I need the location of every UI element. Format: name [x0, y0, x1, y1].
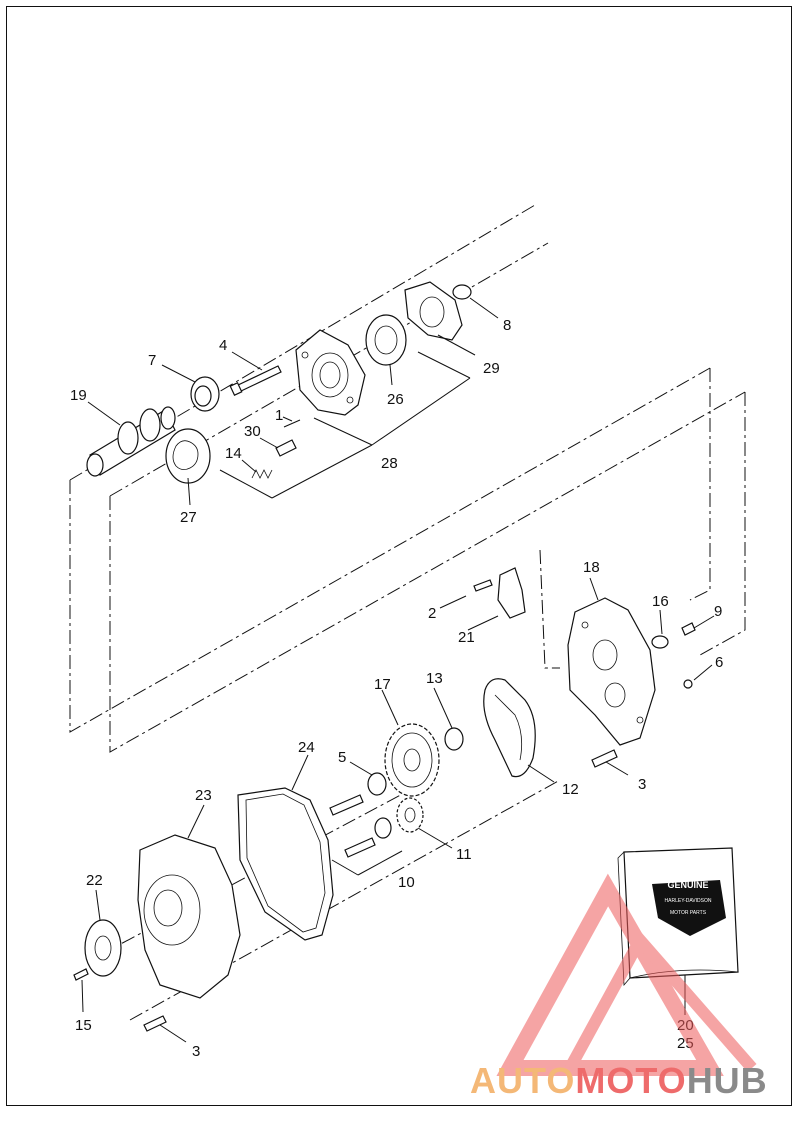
callout-17: 17: [374, 676, 391, 693]
callout-7: 7: [148, 352, 156, 369]
timer-screw: [73, 968, 89, 981]
callout-4: 4: [219, 337, 227, 354]
badge-motor-parts-text: MOTOR PARTS: [670, 910, 707, 916]
callout-24: 24: [298, 739, 315, 756]
leader-lines: [81, 297, 715, 1043]
crank-sprocket: [396, 797, 424, 833]
chain-tensioner: [497, 567, 526, 619]
cam-sprocket: [384, 723, 440, 797]
pin: [283, 419, 301, 428]
callout-3-upper: 3: [638, 776, 646, 793]
dowel-pin: [681, 622, 696, 636]
callout-15: 15: [75, 1017, 92, 1034]
check-ball: [683, 679, 693, 689]
callout-22: 22: [86, 872, 103, 889]
oil-pump-body: [295, 329, 366, 416]
timer-plate: [84, 919, 122, 977]
bolt-long: [229, 365, 282, 397]
callout-6: 6: [715, 654, 723, 671]
callout-30: 30: [244, 423, 261, 440]
gerotor-outer: [165, 428, 211, 484]
relief-valve: [275, 439, 297, 457]
callout-18: 18: [583, 559, 600, 576]
cam-support-plate: [567, 597, 656, 746]
tensioner-screw: [473, 579, 493, 592]
crank-bolt: [344, 837, 376, 858]
callout-8: 8: [503, 317, 511, 334]
callout-26: 26: [387, 391, 404, 408]
o-ring-small: [651, 635, 669, 649]
washer: [367, 772, 387, 796]
callout-11: 11: [456, 846, 472, 863]
genuine-parts-package: GENUINE HARLEY-DAVIDSON MOTOR PARTS: [617, 847, 739, 987]
callout-1: 1: [275, 407, 283, 424]
callout-28: 28: [381, 455, 398, 472]
diagram-frame: [6, 6, 792, 1106]
o-ring: [452, 284, 472, 300]
callout-14: 14: [225, 445, 242, 462]
pump-housing: [404, 281, 463, 341]
bearing: [190, 376, 220, 412]
sprocket-bolt: [329, 794, 364, 816]
callout-21: 21: [458, 629, 475, 646]
cover-bolt: [143, 1015, 167, 1032]
callout-19: 19: [70, 387, 87, 404]
callout-10: 10: [398, 874, 415, 891]
badge-genuine-text: GENUINE: [667, 880, 708, 890]
sprocket-washer: [444, 727, 464, 751]
callout-5: 5: [338, 749, 346, 766]
callout-23: 23: [195, 787, 212, 804]
watermark-auto: AUTO: [470, 1060, 576, 1101]
gerotor-inner: [365, 314, 407, 366]
callout-12: 12: [562, 781, 579, 798]
watermark-hub: HUB: [686, 1060, 768, 1101]
camshaft: [86, 406, 176, 477]
callout-13: 13: [426, 670, 443, 687]
primary-chain: [483, 678, 536, 778]
watermark-text: AUTOMOTOHUB: [470, 1060, 800, 1101]
watermark-logo: [496, 873, 757, 1076]
callout-16: 16: [652, 593, 669, 610]
callout-9: 9: [714, 603, 722, 620]
cover-gasket: [237, 787, 334, 941]
callout-3-lower: 3: [192, 1043, 200, 1060]
callout-29: 29: [483, 360, 500, 377]
cam-cover: [137, 834, 241, 999]
callout-2: 2: [428, 605, 436, 622]
callout-27: 27: [180, 509, 197, 526]
bolt-plate: [591, 749, 618, 768]
crank-washer: [374, 817, 392, 839]
watermark-moto: MOTO: [575, 1060, 687, 1101]
badge-brand-text: HARLEY-DAVIDSON: [665, 898, 712, 904]
